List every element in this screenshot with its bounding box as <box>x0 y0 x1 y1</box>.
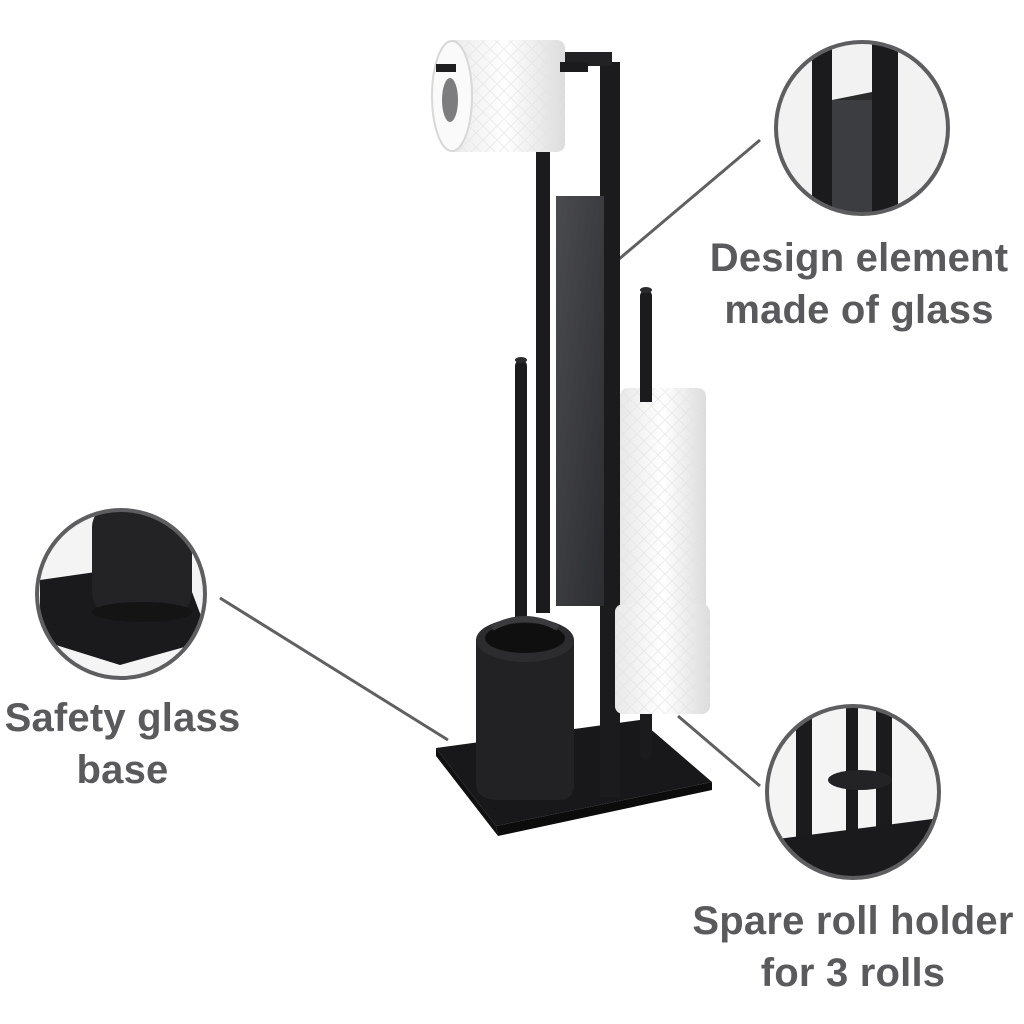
stand-frame <box>536 52 620 797</box>
spare-roll-holder <box>615 287 710 760</box>
callout-label-glass: Design element made of glass <box>700 232 1018 336</box>
toilet-paper-roll-top <box>431 40 588 152</box>
toilet-brush-holder <box>476 357 574 800</box>
callout-glass-line2: made of glass <box>724 288 994 332</box>
detail-circle-spare <box>765 704 941 880</box>
callout-glass-line1: Design element <box>709 236 1009 280</box>
callout-spare-line2: for 3 rolls <box>760 951 946 995</box>
leader-line-base <box>219 596 449 742</box>
callout-base-line2: base <box>76 748 169 792</box>
callout-base-line1: Safety glass <box>4 696 241 740</box>
glass-panel <box>556 196 604 606</box>
detail-circle-base <box>35 508 207 680</box>
callout-label-base: Safety glass base <box>0 692 245 796</box>
detail-circle-glass <box>774 40 950 216</box>
leader-line-spare <box>677 714 761 788</box>
callout-label-spare: Spare roll holder for 3 rolls <box>688 895 1018 999</box>
callout-spare-line1: Spare roll holder <box>692 899 1014 943</box>
